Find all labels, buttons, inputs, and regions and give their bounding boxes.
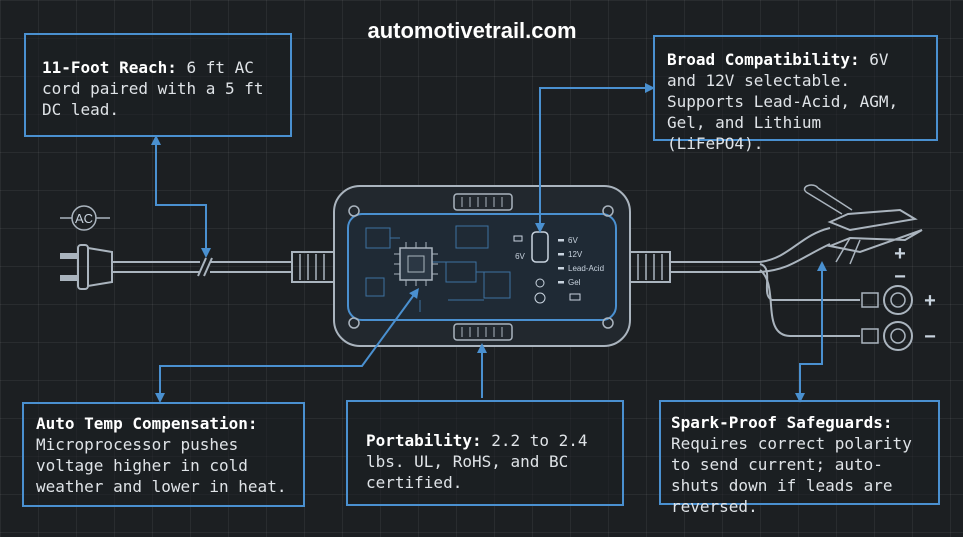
callout-reach-title: 11-Foot Reach:	[42, 58, 177, 77]
spark-connector	[795, 261, 827, 403]
callout-reach: 11-Foot Reach: 6 ft AC cord paired with …	[24, 33, 292, 137]
mode-label-12v: 12V	[568, 250, 583, 259]
callout-connectors	[151, 83, 827, 403]
callout-portability-title: Portability:	[366, 431, 482, 450]
clamp-plus-sign: +	[894, 243, 906, 265]
callout-spark-text: Requires correct polarity to send curren…	[671, 434, 912, 516]
ring-minus-sign: −	[924, 326, 936, 348]
callout-compat: Broad Compatibility: 6V and 12V selectab…	[653, 35, 938, 153]
clamp-minus-sign: −	[894, 266, 906, 288]
callout-spark: Spark-Proof Safeguards: Requires correct…	[659, 400, 940, 516]
temp-connector	[155, 287, 419, 403]
compat-connector	[535, 83, 655, 233]
callout-compat-text: 6V and 12V selectable. Supports Lead-Aci…	[667, 50, 899, 153]
callout-spark-title: Spark-Proof Safeguards:	[671, 413, 893, 432]
ac-badge: AC	[60, 205, 110, 231]
site-watermark: automotivetrail.com	[367, 18, 577, 43]
callout-temp-title: Auto Temp Compensation:	[36, 414, 258, 433]
button-label: 6V	[515, 252, 525, 261]
ring-plus-sign: +	[924, 290, 936, 312]
charger-body: 6V 6V 12V Lead-Acid Gel	[333, 185, 631, 347]
callout-portability-text: 2.2 to 2.4 lbs. UL, RoHS, and BC certifi…	[366, 431, 588, 492]
reach-connector	[151, 135, 211, 258]
callout-temp-text: Microprocessor pushes voltage higher in …	[36, 435, 287, 496]
mode-label-6v: 6V	[568, 236, 578, 245]
microprocessor-chip	[394, 242, 438, 286]
ring-terminals	[883, 285, 913, 351]
callout-temp: Auto Temp Compensation: Microprocessor p…	[22, 402, 305, 507]
callout-reach-text: 6 ft AC cord paired with a 5 ft DC lead.	[42, 58, 264, 119]
mode-label-gel: Gel	[568, 278, 581, 287]
alligator-clamp	[803, 184, 923, 265]
ac-cord	[60, 244, 335, 290]
callout-portability: Portability: 2.2 to 2.4 lbs. UL, RoHS, a…	[346, 400, 624, 506]
callout-compat-title: Broad Compatibility:	[667, 50, 860, 69]
ac-badge-label: AC	[75, 211, 93, 226]
dc-lead	[629, 227, 879, 344]
mode-label-lead-acid: Lead-Acid	[568, 264, 604, 273]
